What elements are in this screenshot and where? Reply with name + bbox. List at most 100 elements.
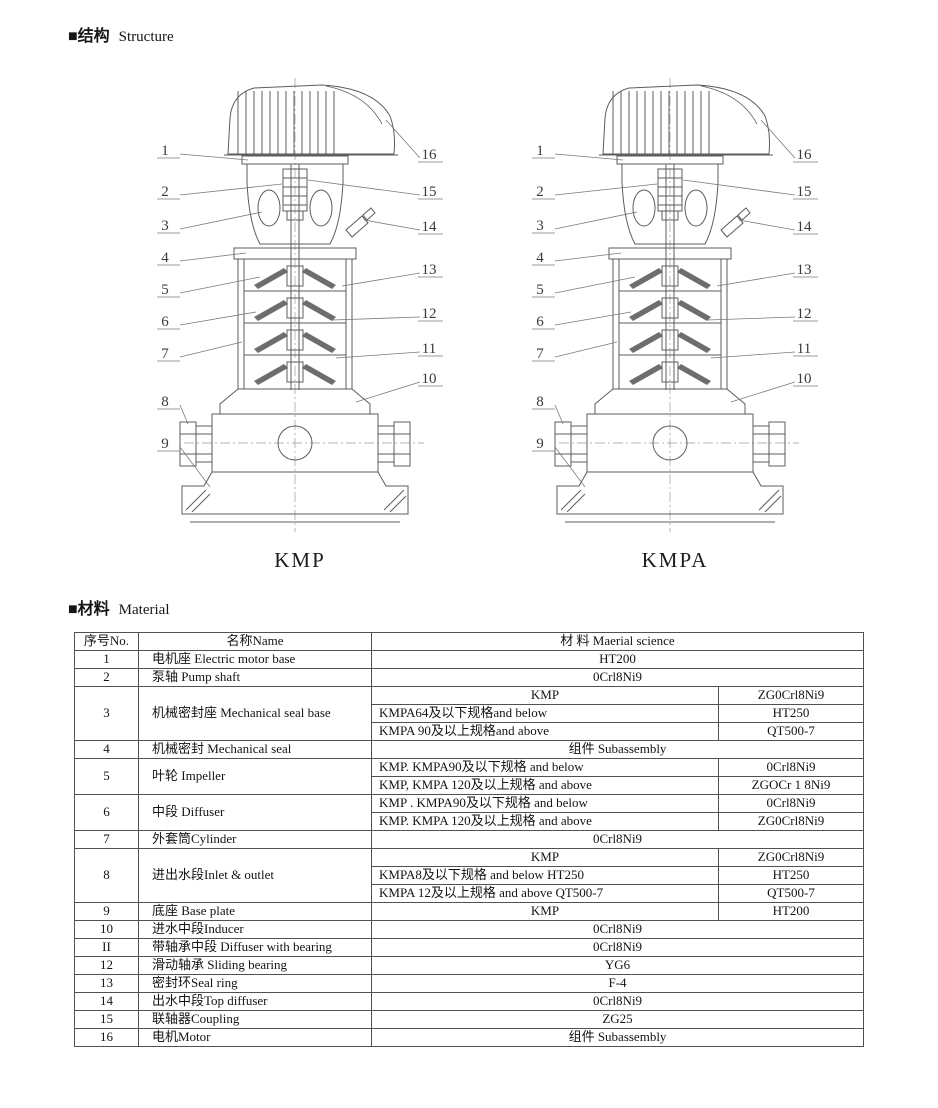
callout-label: 7 <box>536 346 544 362</box>
material-title-en: Material <box>118 602 170 618</box>
cell-no: 3 <box>74 686 139 741</box>
callout-label: 11 <box>797 341 811 357</box>
callout-label: 1 <box>161 143 169 159</box>
cell-material-value: ZGOCr 1 8Ni9 <box>718 776 864 795</box>
cell-no: 10 <box>74 920 139 939</box>
cell-material: 组件 Subassembly <box>371 1028 864 1047</box>
cell-material: HT200 <box>371 650 864 669</box>
pump-label-kmpa: KMPA <box>641 548 709 572</box>
callout-label: 9 <box>536 436 544 452</box>
cell-name: 电机座 Electric motor base <box>138 650 372 669</box>
callout-label: 14 <box>797 219 813 235</box>
cell-material-value: ZG0Crl8Ni9 <box>718 686 864 705</box>
callout-label: 15 <box>797 184 812 200</box>
cell-no: 12 <box>74 956 139 975</box>
callout-label: 8 <box>536 394 544 410</box>
callout-label: 4 <box>536 250 544 266</box>
cell-name: 联轴器Coupling <box>138 1010 372 1029</box>
cell-no: 6 <box>74 794 139 831</box>
callout-label: 16 <box>422 147 438 163</box>
cell-material-value: 0Crl8Ni9 <box>718 758 864 777</box>
callout-label: 3 <box>161 218 169 234</box>
cell-material-spec: KMP <box>371 848 719 867</box>
header-material: 材 料 Maerial science <box>371 632 864 651</box>
callout-label: 16 <box>797 147 813 163</box>
cell-material-value: 0Crl8Ni9 <box>718 794 864 813</box>
callout-label: 8 <box>161 394 169 410</box>
cell-material: 0Crl8Ni9 <box>371 668 864 687</box>
callout-label: 6 <box>536 314 544 330</box>
cell-material-spec: KMPA 12及以上规格 and above QT500-7 <box>371 884 719 903</box>
cell-material-spec: KMP <box>371 902 719 921</box>
callout-label: 15 <box>422 184 437 200</box>
cell-no: 2 <box>74 668 139 687</box>
pump-label-kmp: KMP <box>274 548 326 572</box>
cell-no: 16 <box>74 1028 139 1047</box>
cell-no: 9 <box>74 902 139 921</box>
structure-section-header: ■结构 Structure <box>68 22 174 46</box>
material-title-zh: ■材料 <box>68 601 110 618</box>
cell-name: 电机Motor <box>138 1028 372 1047</box>
cell-name: 密封环Seal ring <box>138 974 372 993</box>
cell-material-value: HT200 <box>718 902 864 921</box>
cell-material: 0Crl8Ni9 <box>371 938 864 957</box>
cell-name: 进水中段Inducer <box>138 920 372 939</box>
cell-material-spec: KMP, KMPA 120及以上规格 and above <box>371 776 719 795</box>
cell-material-spec: KMPA64及以下规格and below <box>371 704 719 723</box>
cell-name: 外套筒Cylinder <box>138 830 372 849</box>
cell-material: 组件 Subassembly <box>371 740 864 759</box>
cell-name: 进出水段Inlet & outlet <box>138 848 372 903</box>
cell-name: 泵轴 Pump shaft <box>138 668 372 687</box>
cell-name: 机械密封 Mechanical seal <box>138 740 372 759</box>
cell-name: 带轴承中段 Diffuser with bearing <box>138 938 372 957</box>
structure-title-zh: ■结构 <box>68 28 110 45</box>
structure-title-en: Structure <box>118 29 174 45</box>
cell-name: 机械密封座 Mechanical seal base <box>138 686 372 741</box>
callout-label: 6 <box>161 314 169 330</box>
cell-material-value: HT250 <box>718 704 864 723</box>
callout-label: 7 <box>161 346 169 362</box>
cell-name: 中段 Diffuser <box>138 794 372 831</box>
cell-material-value: ZG0Crl8Ni9 <box>718 812 864 831</box>
cell-no: 4 <box>74 740 139 759</box>
cell-material-spec: KMP. KMPA 120及以上规格 and above <box>371 812 719 831</box>
cell-material-value: QT500-7 <box>718 722 864 741</box>
header-no: 序号No. <box>74 632 139 651</box>
callout-label: 1 <box>536 143 544 159</box>
callout-label: 5 <box>536 282 544 298</box>
callout-label: 10 <box>422 371 437 387</box>
cell-material-value: QT500-7 <box>718 884 864 903</box>
callout-label: 11 <box>422 341 436 357</box>
cell-material: YG6 <box>371 956 864 975</box>
cell-no: II <box>74 938 139 957</box>
callout-label: 2 <box>536 184 544 200</box>
cell-material: 0Crl8Ni9 <box>371 920 864 939</box>
cell-no: 8 <box>74 848 139 903</box>
callout-label: 12 <box>422 306 437 322</box>
table-header-row: 序号No. 名称Name 材 料 Maerial science <box>74 632 864 651</box>
callout-label: 12 <box>797 306 812 322</box>
cell-material-spec: KMPA 90及以上规格and above <box>371 722 719 741</box>
cell-no: 7 <box>74 830 139 849</box>
